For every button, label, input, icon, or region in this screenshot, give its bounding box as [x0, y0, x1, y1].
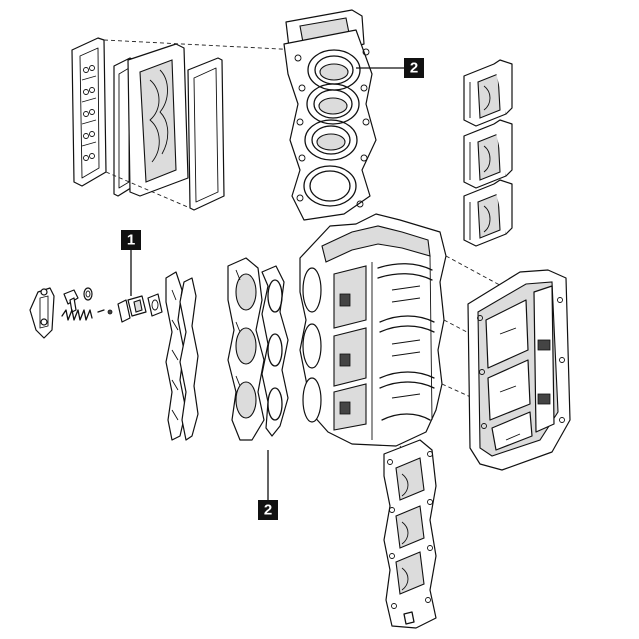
- crankcase-cover: [467, 269, 571, 471]
- cylinder-block: [299, 213, 447, 447]
- bypass-valve-assembly: [29, 287, 163, 339]
- callout-label-2-top: 2: [410, 60, 418, 77]
- callout-marker-2-bottom: 2: [258, 500, 278, 520]
- callout-label-1: 1: [127, 232, 135, 249]
- reed-valve-assemblies: [463, 59, 513, 247]
- callout-marker-2-top: 2: [404, 58, 424, 78]
- cylinder-head-gasket: [283, 9, 377, 221]
- port-cylinder-head: [227, 257, 289, 441]
- callout-label-2-bottom: 2: [264, 502, 272, 519]
- port-head-gasket: [165, 271, 199, 441]
- intake-manifold-assembly: [71, 37, 301, 211]
- callout-marker-1: 1: [121, 230, 141, 250]
- starboard-reed-plate-assembly: [383, 439, 437, 629]
